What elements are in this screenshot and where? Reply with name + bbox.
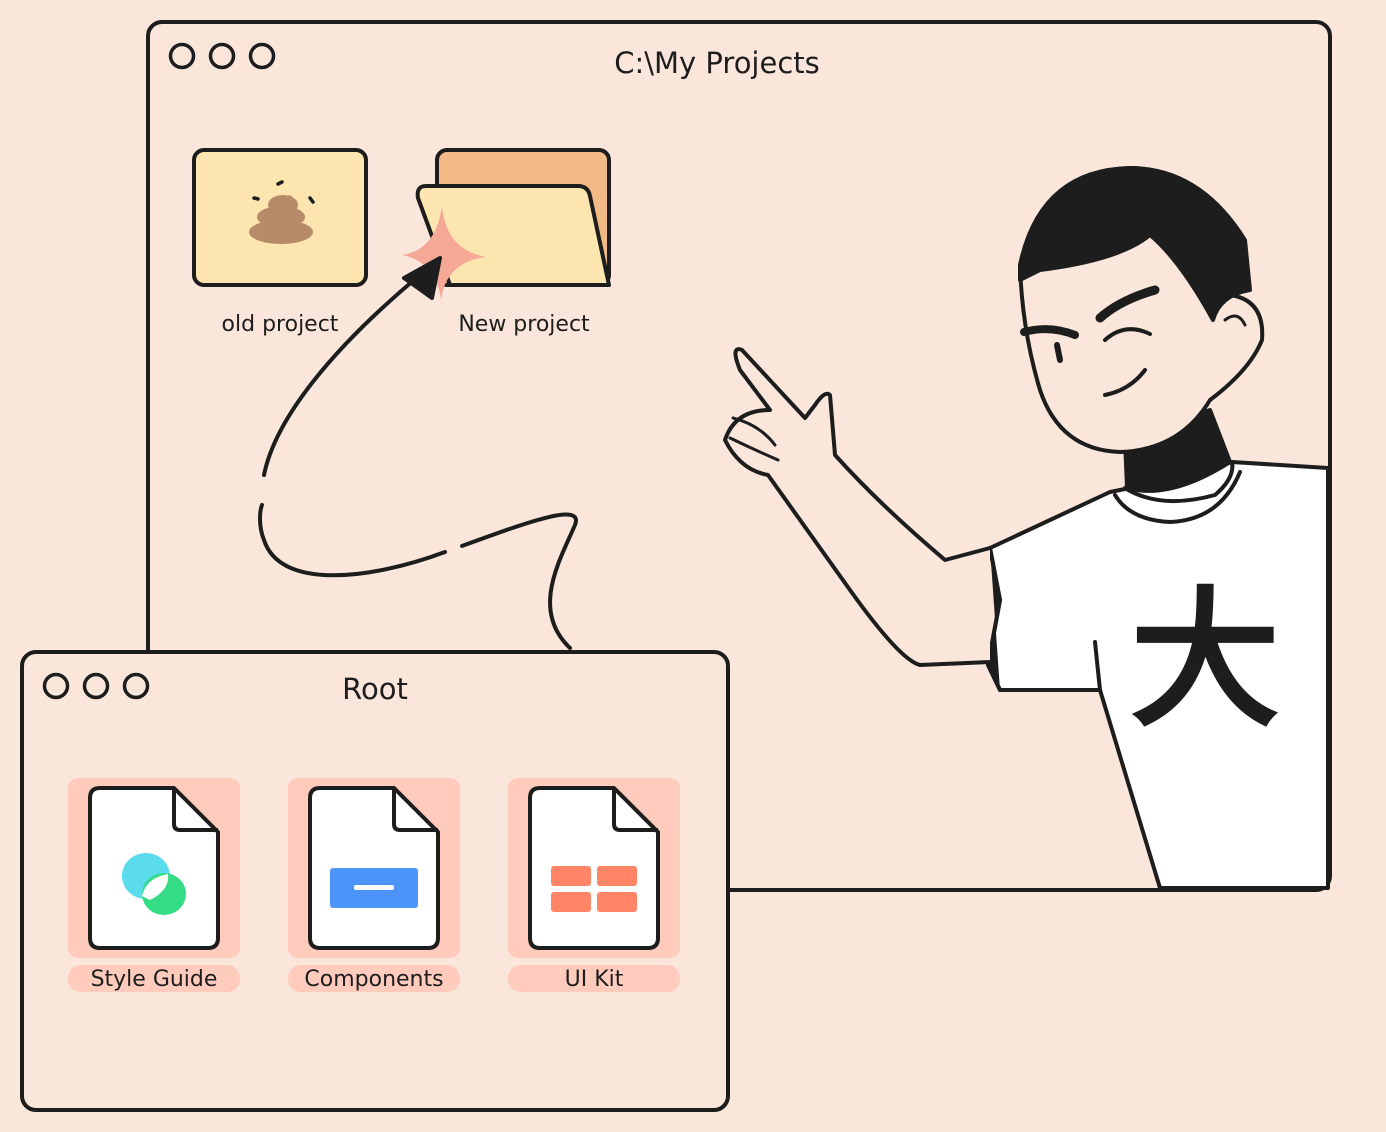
folder-new-project[interactable]: New project xyxy=(402,148,611,337)
poop-icon xyxy=(249,195,313,244)
file-label: UI Kit xyxy=(565,967,624,992)
folder-label: New project xyxy=(458,312,590,337)
window-dot-close[interactable] xyxy=(168,42,196,70)
button-icon xyxy=(330,868,418,908)
overlapping-circles-icon xyxy=(122,853,186,915)
window-dot-maximize[interactable] xyxy=(248,42,276,70)
arrow-head-icon xyxy=(402,256,442,300)
folder-label: old project xyxy=(222,312,339,337)
character-illustration: 大 xyxy=(723,166,1330,890)
grid-icon xyxy=(551,866,637,912)
window-title: Root xyxy=(342,672,408,706)
move-arrow xyxy=(258,256,578,650)
file-style-guide[interactable]: Style Guide xyxy=(68,778,240,992)
window-dot-minimize[interactable] xyxy=(208,42,236,70)
window-dot-close[interactable] xyxy=(42,672,70,700)
file-ui-kit[interactable]: UI Kit xyxy=(508,778,680,992)
file-label: Style Guide xyxy=(91,967,218,992)
window-title: C:\My Projects xyxy=(614,46,820,80)
window-dot-minimize[interactable] xyxy=(82,672,110,700)
sparkle-icon xyxy=(402,206,486,300)
folder-old-project[interactable]: old project xyxy=(192,148,368,337)
file-label: Components xyxy=(304,967,443,992)
root-window: Root Style Guide Components xyxy=(20,650,730,1112)
shirt-glyph: 大 xyxy=(1130,574,1280,748)
window-dot-maximize[interactable] xyxy=(122,672,150,700)
file-components[interactable]: Components xyxy=(288,778,460,992)
